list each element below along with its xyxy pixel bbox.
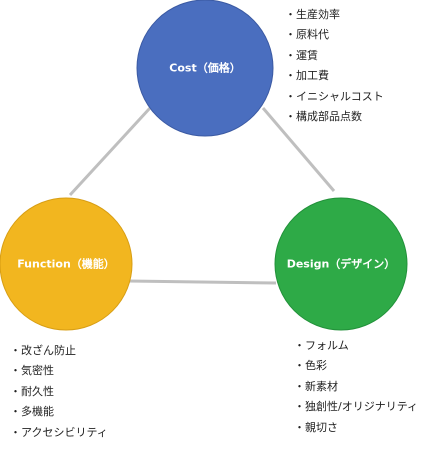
list-item: 運賃	[285, 46, 384, 66]
list-item: 原料代	[285, 25, 384, 45]
list-item: 構成部品点数	[285, 107, 384, 127]
list-item: 新素材	[294, 377, 418, 397]
list-item: 加工費	[285, 66, 384, 86]
function-factor-list: 改ざん防止 気密性 耐久性 多機能 アクセシビリティ	[10, 341, 108, 443]
node-cost-label: Cost（価格）	[169, 61, 240, 75]
edge-cost-design	[261, 107, 336, 192]
list-item: アクセシビリティ	[10, 423, 108, 443]
list-item: イニシャルコスト	[285, 87, 384, 107]
node-design-circle	[274, 197, 408, 331]
node-cost-circle	[136, 0, 274, 137]
list-item: 気密性	[10, 361, 108, 381]
list-item: 独創性/オリジナリティ	[294, 397, 418, 417]
node-cost: Cost（価格）	[136, 0, 274, 137]
list-item: 多機能	[10, 402, 108, 422]
node-design: Design（デザイン）	[274, 197, 408, 331]
list-item: 色彩	[294, 356, 418, 376]
cost-factor-list: 生産効率 原料代 運賃 加工費 イニシャルコスト 構成部品点数	[285, 5, 384, 127]
list-item: フォルム	[294, 336, 418, 356]
edge-cost-function	[68, 106, 152, 197]
node-function-circle	[0, 197, 133, 331]
list-item: 耐久性	[10, 382, 108, 402]
edge-function-design	[127, 279, 277, 285]
design-factor-list: フォルム 色彩 新素材 独創性/オリジナリティ 親切さ	[294, 336, 418, 438]
list-item: 生産効率	[285, 5, 384, 25]
list-item: 改ざん防止	[10, 341, 108, 361]
list-item: 親切さ	[294, 418, 418, 438]
node-function-label: Function（機能）	[17, 257, 115, 271]
node-function: Function（機能）	[0, 197, 133, 331]
node-design-label: Design（デザイン）	[287, 257, 396, 271]
